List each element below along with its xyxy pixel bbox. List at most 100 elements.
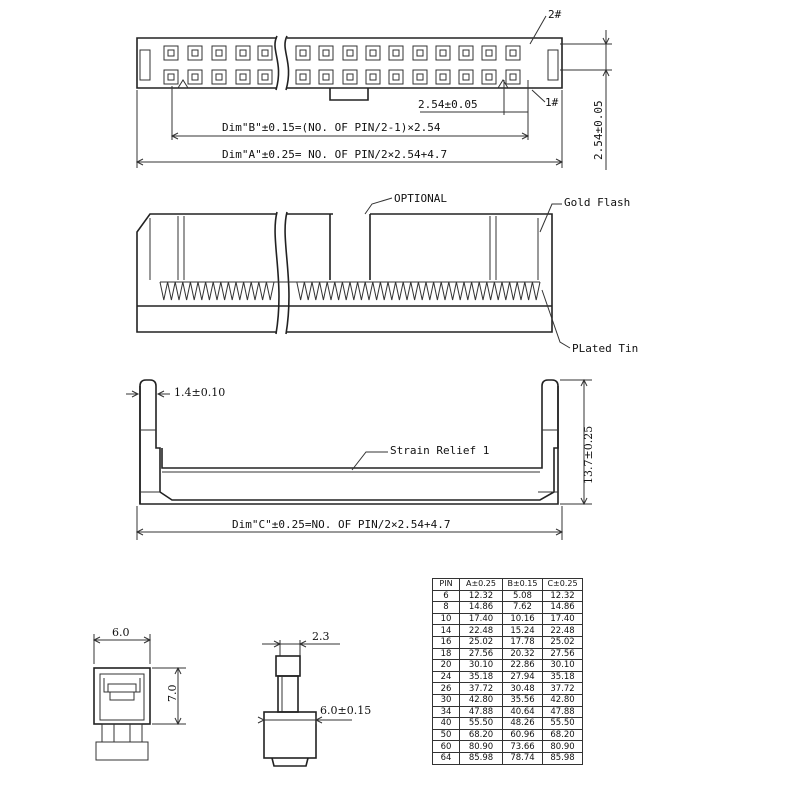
table-cell: 7.62 [502,601,543,614]
table-cell: 55.50 [459,717,503,730]
pin-contact [167,49,175,57]
table-cell: 42.80 [542,693,583,707]
pin-cavity [163,69,179,85]
table-header-c: C±0.25 [542,578,583,591]
table-cell: 27.56 [542,647,583,661]
table-cell: 60.96 [502,728,543,742]
table-cell: 48.26 [502,717,543,730]
width-1-4-label: 1.4±0.10 [174,386,225,399]
dim-b-label: Dim"B"±0.15=(NO. OF PIN/2-1)×2.54 [222,121,441,134]
dim-c-label: Dim"C"±0.25=NO. OF PIN/2×2.54+4.7 [232,518,451,531]
pin-contact [215,49,223,57]
pin-cavity [458,69,474,85]
pin-cavity [295,45,311,61]
pin-cavity [365,45,381,61]
dim-a-label: Dim"A"±0.25= NO. OF PIN/2×2.54+4.7 [222,148,447,161]
pin1-label: 1# [545,96,559,109]
table-cell: 40.64 [502,705,543,719]
table-cell: 15.24 [502,624,543,637]
pin-cavity [187,45,203,61]
height-13-7-label: 13.7±0.25 [582,426,595,484]
plated-tin-label: PLated Tin [572,342,638,355]
pin-cavity [295,69,311,85]
table-cell: 10.16 [502,612,543,626]
table-cell: 6 [432,589,460,603]
table-cell: 10 [432,612,460,626]
pin-cavity [235,69,251,85]
table-cell: 14.86 [542,601,583,614]
pin-cavity [388,69,404,85]
pin-contact [191,49,199,57]
table-cell: 22.86 [502,659,543,672]
pin2-label: 2# [548,8,562,21]
pin-contact [346,73,354,81]
pin-contact [462,49,470,57]
table-cell: 18 [432,647,460,661]
pitch-horizontal-label: 2.54±0.05 [418,98,478,111]
table-cell: 16 [432,635,460,649]
table-cell: 85.98 [542,751,583,765]
pin-cavity [505,45,521,61]
table-cell: 34 [432,705,460,719]
contact-teeth-path [159,281,541,301]
table-cell: 35.56 [502,693,543,707]
pin-contact [191,73,199,81]
pin-contact [509,49,517,57]
table-header-row: PIN A±0.25 B±0.15 C±0.25 [432,578,583,591]
cross-section-view: 1.4±0.10 Strain Relief 1 13.7±0.25 Dim"C… [126,378,595,540]
table-cell: 5.08 [502,589,543,603]
pin-cavity [211,69,227,85]
table-cell: 12.32 [542,589,583,603]
table-cell: 68.20 [542,728,583,742]
pin-contact [369,49,377,57]
table-cell: 26 [432,682,460,695]
pin-contact [239,49,247,57]
pin-contact [509,73,517,81]
pin-cavity [365,69,381,85]
table-cell: 68.20 [459,728,503,742]
table-cell: 80.90 [542,740,583,753]
pin-contact [322,73,330,81]
table-cell: 27.94 [502,670,543,684]
table-cell: 17.78 [502,635,543,649]
table-cell: 25.02 [459,635,503,649]
table-cell: 20 [432,659,460,672]
pin-cavity [342,45,358,61]
pin-contact [215,73,223,81]
pin-contact [167,73,175,81]
table-header-a: A±0.25 [459,578,503,591]
pin-contact [299,49,307,57]
pin-cavity [257,69,273,85]
pin-cavity [481,69,497,85]
pin-contact [299,73,307,81]
table-cell: 78.74 [502,751,543,765]
table-cell: 55.50 [542,717,583,730]
table-cell: 35.18 [459,670,503,684]
pin-cavity [211,45,227,61]
pin-cavity [458,45,474,61]
optional-label: OPTIONAL [394,192,447,205]
top-view: 2# 2.54±0.05 2.54±0.05 1# Dim"B"±0.15=(N… [135,8,612,170]
table-cell: 30.48 [502,682,543,695]
table-cell: 17.40 [459,612,503,626]
side-6-0-label: 6.0 [112,626,130,639]
table-cell: 24 [432,670,460,684]
table-cell: 47.88 [542,705,583,719]
table-cell: 12.32 [459,589,503,603]
pin-contact [392,49,400,57]
table-cell: 80.90 [459,740,503,753]
table-cell: 22.48 [459,624,503,637]
pin-cavity [412,45,428,61]
